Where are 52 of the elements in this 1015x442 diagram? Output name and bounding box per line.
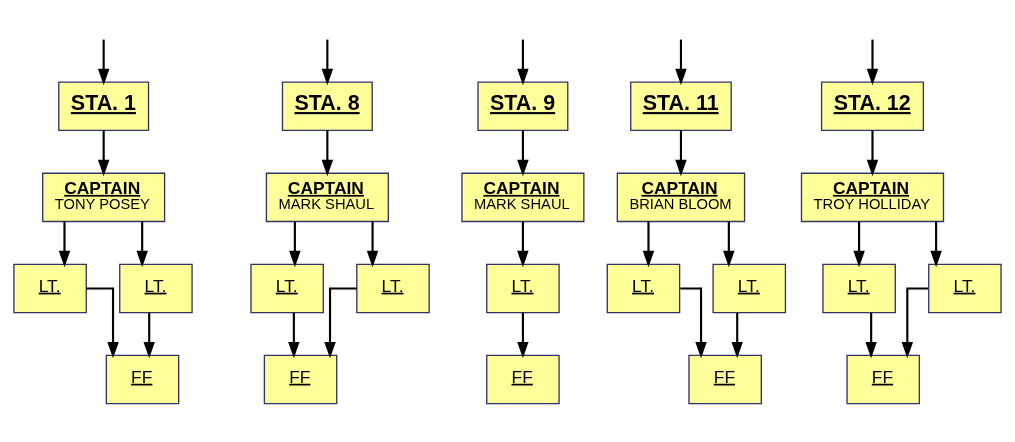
node-box: LT.	[250, 263, 324, 314]
node-box: CAPTAIN MARK SHAUL	[265, 172, 389, 223]
node-box: STA. 12	[820, 81, 925, 132]
arrow	[136, 221, 148, 268]
node-box: CAPTAIN TONY POSEY	[42, 172, 166, 223]
arrow	[866, 39, 879, 86]
arrow	[517, 39, 529, 86]
arrow	[517, 221, 529, 268]
node-box: LT.	[822, 263, 896, 314]
arrow	[723, 221, 735, 268]
node-box: STA. 9	[477, 81, 569, 132]
node-box: FF	[688, 354, 762, 405]
arrow	[901, 287, 929, 359]
arrow	[865, 312, 877, 359]
node-box: FF	[105, 354, 180, 405]
arrow	[86, 287, 119, 359]
node-box: LT.	[928, 263, 1002, 314]
arrow	[731, 312, 743, 359]
node-box: FF	[486, 354, 560, 405]
arrow	[321, 130, 334, 177]
node-box: CAPTAIN BRIAN BLOOM	[616, 172, 746, 223]
arrow	[517, 130, 529, 177]
node-box: FF	[846, 354, 921, 405]
arrow	[680, 287, 707, 359]
arrow	[324, 287, 357, 359]
node-box: LT.	[486, 263, 560, 314]
arrow	[97, 130, 110, 177]
node-box: CAPTAIN TROY HOLLIDAY	[800, 172, 945, 223]
arrow	[675, 39, 687, 86]
arrow	[675, 130, 687, 177]
node-box: STA. 1	[58, 81, 150, 132]
node-box: LT.	[356, 263, 430, 314]
node-box: CAPTAIN MARK SHAUL	[461, 172, 585, 223]
arrow	[866, 130, 879, 177]
arrow	[642, 221, 655, 268]
arrow	[58, 221, 71, 268]
node-box: STA. 11	[630, 81, 732, 132]
node-box: LT.	[13, 263, 87, 314]
arrow	[288, 312, 300, 359]
arrow	[930, 221, 942, 268]
arrow	[143, 312, 155, 359]
arrow	[853, 221, 865, 268]
node-box: LT.	[712, 263, 787, 314]
arrow	[366, 221, 379, 268]
node-box: LT.	[606, 263, 681, 314]
node-box: STA. 8	[281, 81, 373, 132]
arrow	[289, 221, 301, 268]
node-box: FF	[263, 354, 338, 405]
arrow	[517, 312, 529, 359]
node-box: LT.	[119, 263, 193, 314]
arrow	[97, 39, 110, 86]
arrow	[321, 39, 334, 86]
